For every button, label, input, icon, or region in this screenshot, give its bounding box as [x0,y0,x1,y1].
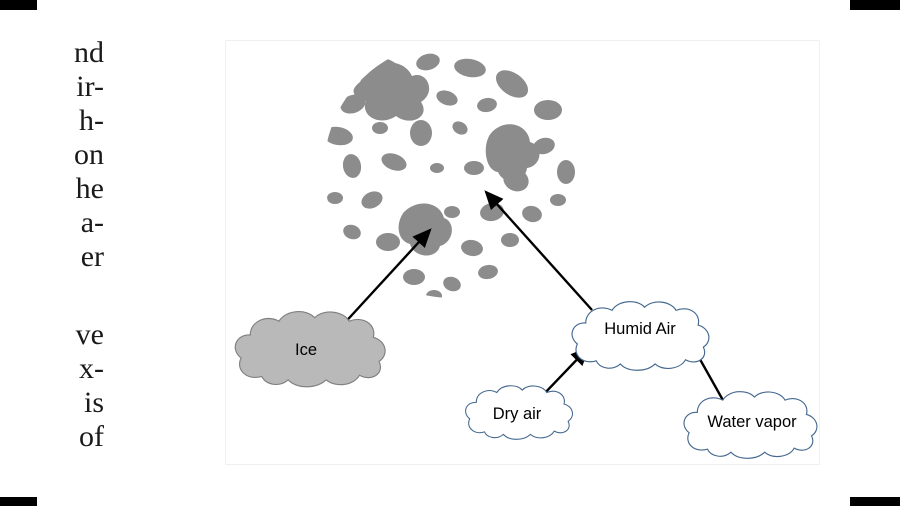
text-fragment: nd [74,36,104,69]
water-vapor-label: Water vapor [707,413,797,431]
text-fragment: ve [75,318,104,351]
text-fragment: of [79,420,104,453]
cloud-ice [234,311,386,388]
arrow-humid-air-to-moon [484,190,593,311]
cloud-water-vapor [683,391,818,459]
left-text-column: nd ir- h- on he a- er ve x- is of [36,36,104,454]
cloud-humid-air [571,301,710,371]
text-fragment: on [74,138,104,171]
corner-mark-top-left [0,0,37,10]
text-fragment: er [80,240,104,273]
ice-label: Ice [295,341,317,359]
corner-mark-bottom-right [850,497,900,506]
text-fragment: ir- [76,70,104,103]
text-fragment: is [83,386,104,419]
text-fragment: h- [79,104,104,137]
moon-blobs [324,53,575,298]
text-fragment: he [75,172,104,205]
arrows [339,190,726,403]
text-fragment: a- [80,206,104,239]
humid-air-label: Humid Air [604,320,676,338]
text-fragment: x- [79,352,104,385]
cloud-dry-air [465,385,573,440]
corner-mark-top-right [850,0,900,10]
corner-mark-bottom-left [0,497,37,506]
dry-air-label: Dry air [493,405,542,423]
arrow-ice-to-moon [339,228,432,329]
moon [324,53,575,298]
